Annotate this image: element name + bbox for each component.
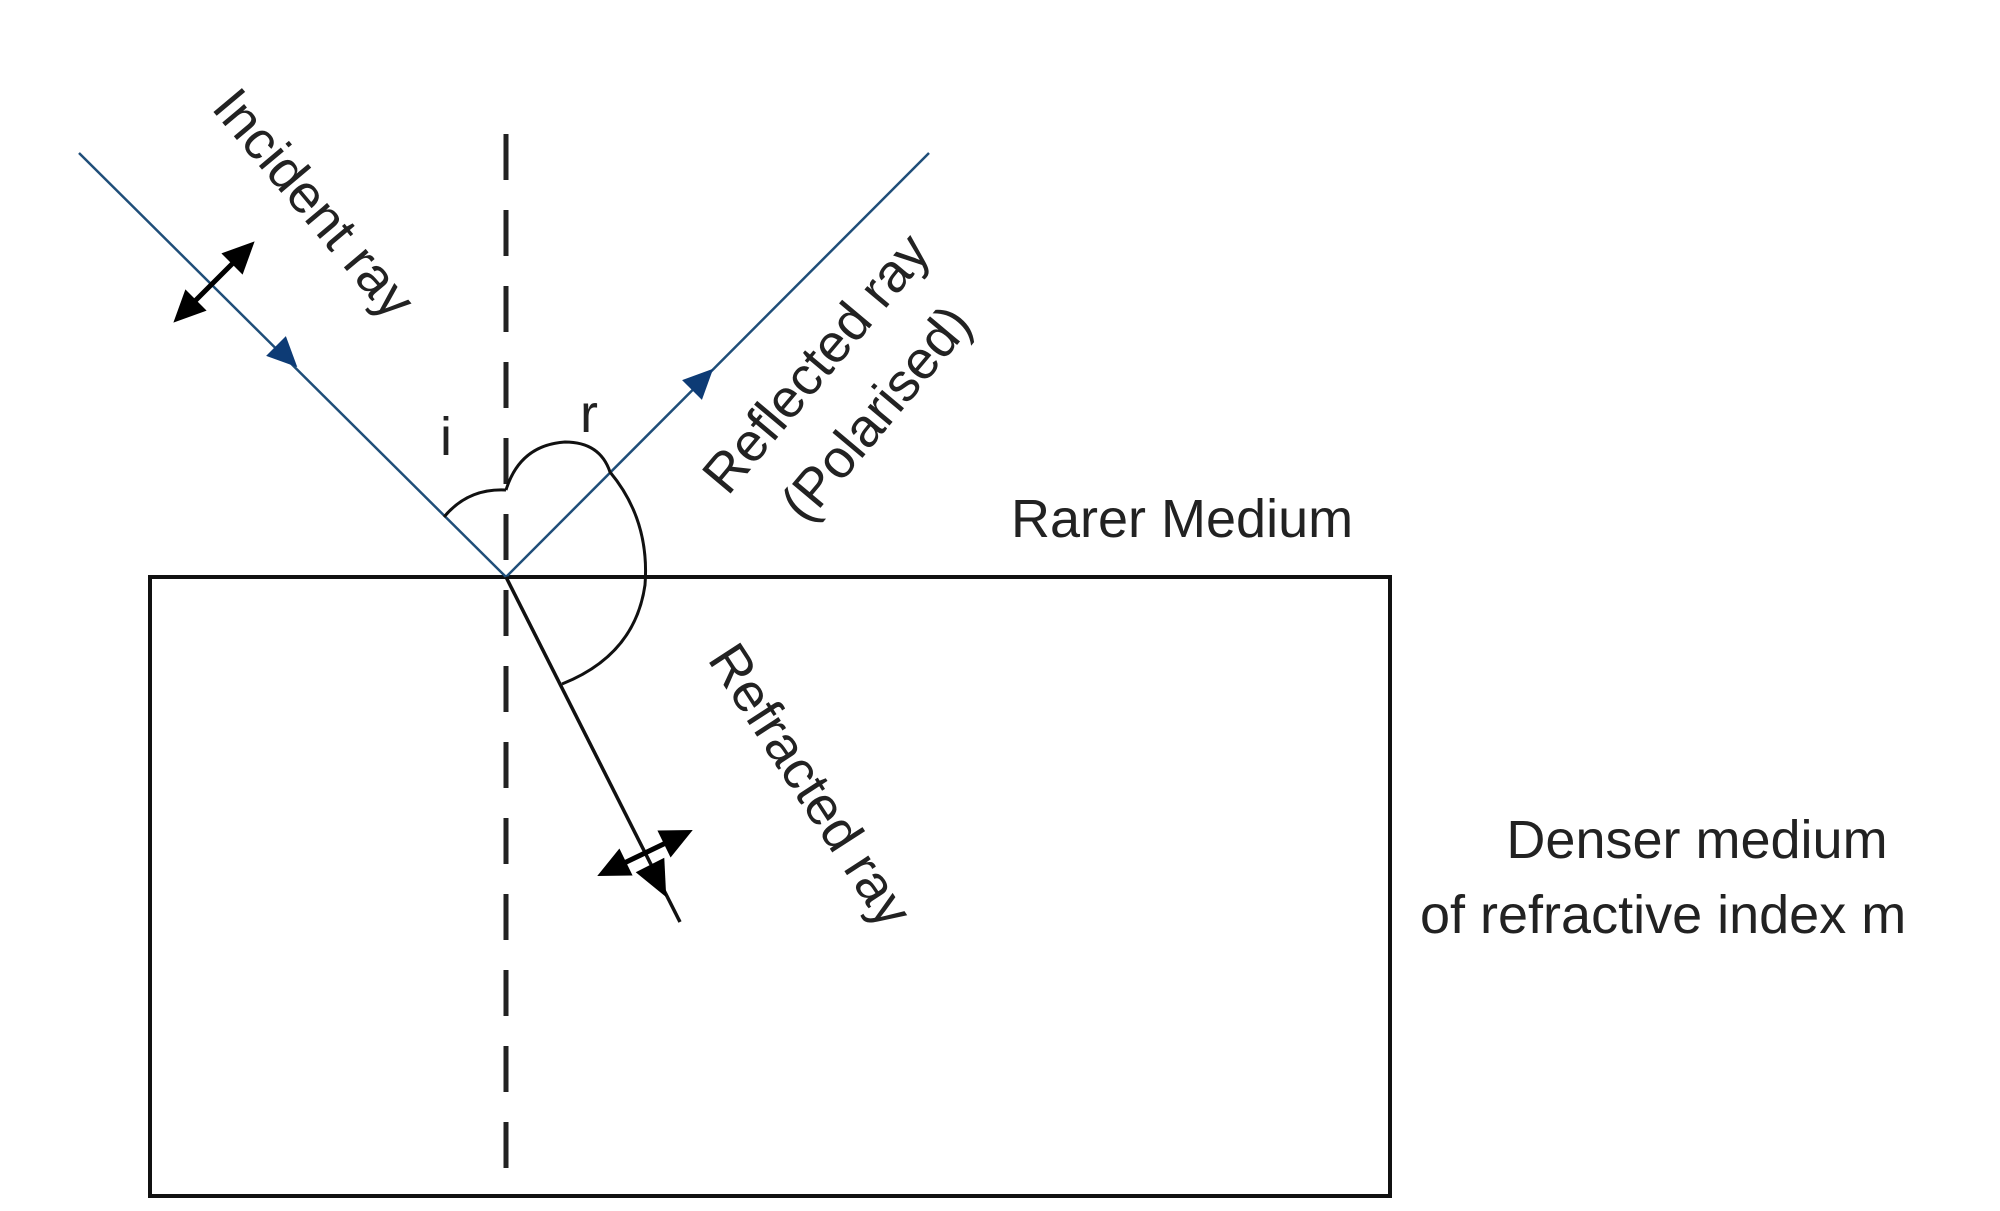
- refracted-polarisation-double-arrow-icon: [597, 829, 693, 877]
- refractive-index-label: of refractive index m: [1420, 885, 1906, 945]
- reflected-arrowhead-icon: [682, 368, 714, 400]
- denser-medium-box: [148, 575, 1392, 1198]
- angle-i-label: i: [440, 407, 452, 467]
- incident-ray-label: Incident ray: [201, 77, 426, 329]
- incident-polarisation-double-arrow-icon: [173, 241, 255, 323]
- angle-r-label: r: [580, 384, 598, 444]
- denser-medium-label: Denser medium: [1506, 810, 1887, 870]
- incident-arrowhead-icon: [266, 336, 298, 368]
- refracted-ray-label: Refracted ray: [697, 633, 924, 938]
- reflected-ray: [505, 152, 930, 578]
- rarer-medium-label: Rarer Medium: [1011, 489, 1353, 549]
- angle-i-arc: [442, 488, 507, 518]
- angle-r-arc: [504, 440, 648, 686]
- refracted-arrowhead-icon: [635, 857, 667, 898]
